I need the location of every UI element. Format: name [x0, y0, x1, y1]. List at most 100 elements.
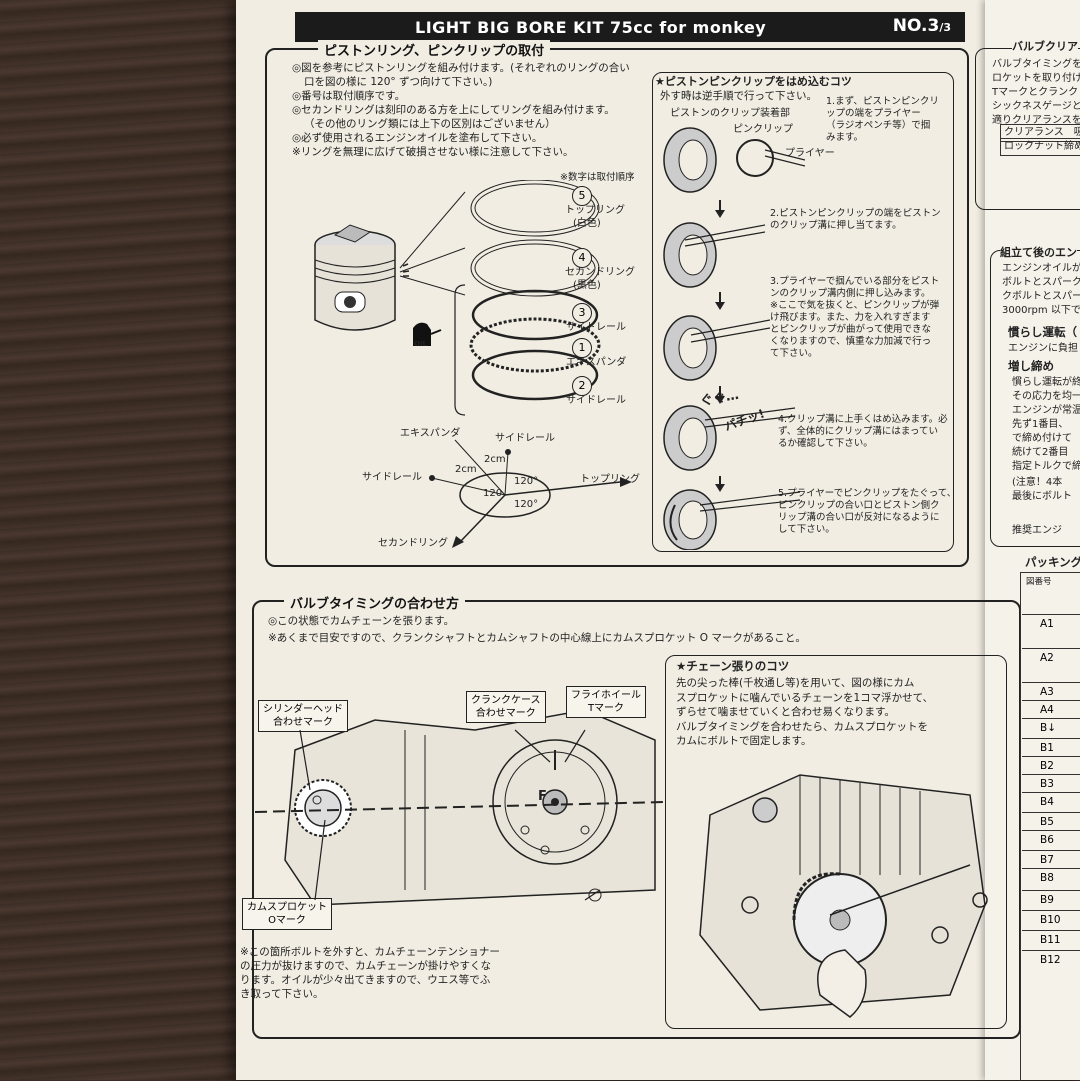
part-number-row: B8	[1022, 868, 1080, 886]
ring-gap-diagram	[429, 439, 632, 548]
instruction-line: ※リングを無理に広げて破損させない様に注意して下さい。	[292, 146, 574, 158]
gap-distance-2: 2cm	[484, 454, 506, 465]
as-line: エンジンオイルが	[1002, 263, 1080, 274]
clip-tips-title: ★ピストンピンクリップをはめ込むコツ	[655, 75, 852, 88]
valve-instruction-1: ◎この状態でカムチェーンを張ります。	[268, 615, 455, 627]
gap-angle-3: 120°	[514, 499, 539, 510]
valve-clearance-title: バルブクリア	[1012, 40, 1078, 54]
gap-angle-2: 120	[483, 488, 503, 499]
ring-number-4: 4	[572, 248, 592, 268]
header-title: LIGHT BIG BORE KIT 75cc for monkey	[415, 18, 767, 37]
instruction-line: 口を図の様に 120° ずつ向けて下さい。)	[304, 76, 493, 88]
break-in-text: エンジンに負担	[1008, 343, 1078, 354]
clip-step-4: 4.クリップ溝に上手くはめ込みます。必 ず、全体的にクリップ溝にはまってい るか…	[778, 414, 948, 449]
ring-label-side-rail-upper: サイドレール	[566, 322, 626, 333]
as-line: クボルトとスパー	[1002, 291, 1080, 302]
piston-ring-section	[265, 48, 969, 567]
gap-label-expander: エキスパンダ	[400, 428, 461, 439]
clip-tips-box	[652, 72, 954, 552]
gap-label-top-ring: トップリング	[580, 474, 640, 485]
callout-leaders	[299, 729, 601, 901]
gap-label-side-rail-top: サイドレール	[495, 433, 555, 444]
piston-drawing	[314, 224, 396, 331]
part-number-row: B11	[1022, 930, 1080, 948]
assembly-title: 組立て後のエン	[1000, 246, 1077, 260]
retorque-title: 増し締め	[1008, 359, 1054, 373]
clip-steps-illustration	[663, 127, 805, 550]
oil-can-icon	[413, 322, 442, 346]
engine-case-illustration	[255, 709, 666, 906]
part-number-row: B12	[1022, 950, 1080, 968]
crankcase-mark-callout: クランクケース 合わせマーク	[466, 691, 546, 723]
gap-label-side-rail-left: サイドレール	[362, 472, 422, 483]
ring-number-2: 2	[572, 376, 592, 396]
page-header: LIGHT BIG BORE KIT 75cc for monkey NO.3/…	[295, 12, 965, 42]
cylinder-head-mark-callout: シリンダーヘッド 合わせマーク	[258, 700, 348, 732]
parts-table	[1020, 572, 1080, 1081]
instruction-line: ◎番号は取付順序です。	[292, 90, 406, 102]
gap-label-second-ring: セカンドリング	[378, 538, 448, 549]
clip-step-2: 2.ピストンピンクリップの端をピストン のクリップ溝に押し当てます。	[770, 208, 941, 231]
clip-step-1: 1.まず、ピストンピンクリ ップの端をプライヤー （ラジオペンチ等）で掴 みます…	[826, 96, 939, 143]
part-number-row: B↓	[1022, 718, 1080, 736]
instruction-line: ◎セカンドリングは刻印のある方を上にしてリングを組み付けます。	[292, 104, 615, 116]
table-header: 図番号	[1026, 577, 1052, 587]
pliers-label: プライヤー	[785, 148, 835, 159]
second-sheet	[985, 0, 1080, 1080]
clip-tips-subtitle: 外す時は逆手順で行って下さい。	[660, 90, 817, 102]
cylinder-head-illustration	[699, 774, 988, 1018]
clip-groove-label: ピストンのクリップ装着部	[670, 108, 790, 119]
rt-line: その応力を均一	[1012, 391, 1080, 402]
valve-instruction-2: ※あくまで目安ですので、クランクシャフトとカムシャフトの中心線上にカムスプロケッ…	[268, 632, 806, 644]
part-number-row: B2	[1022, 756, 1080, 774]
rt-line: 指定トルクで締	[1012, 461, 1080, 472]
rt-line: エンジンが常温	[1012, 405, 1080, 416]
ring-number-5: 5	[572, 186, 592, 206]
f-mark: F	[538, 789, 547, 804]
cam-sprocket-mark-callout: カムスプロケット Oマーク	[242, 898, 332, 930]
part-number-row: B7	[1022, 850, 1080, 868]
vc-line: シックネスゲージと	[992, 101, 1080, 112]
vc-line: ロケットを取り付け	[992, 73, 1080, 84]
chain-tips-text: 先の尖った棒(千枚通し等)を用いて、図の様にカム スプロケットに噛んでいるチェー…	[676, 677, 934, 747]
flywheel-mark-callout: フライホイール Tマーク	[566, 686, 646, 718]
part-number-row: B5	[1022, 812, 1080, 830]
tensioner-note: ※この箇所ボルトを外すと、カムチェーンテンショナー の圧力が抜けますので、カムチ…	[240, 946, 500, 1000]
clip-step-5: 5.プライヤーでピンクリップをたぐって、 ピンクリップの合い口とピストン側ク リ…	[778, 488, 957, 535]
part-number-row: A2	[1022, 648, 1080, 666]
gap-distance-1: 2cm	[455, 464, 477, 475]
piston-ring-illustration	[314, 180, 601, 416]
vc-line: Tマークとクランク	[992, 87, 1079, 98]
order-note: ※数字は取付順序	[560, 172, 635, 183]
oil-label: OIL	[414, 340, 428, 348]
clearance-row: クリアランス 吸	[1000, 124, 1080, 142]
valve-section-title: バルブタイミングの合わせ方	[284, 593, 466, 612]
vc-line: 適りクリアランスを	[992, 115, 1080, 126]
part-number-row: B10	[1022, 910, 1080, 928]
rt-line: 続けて2番目	[1012, 447, 1069, 458]
rt-line: 先ず1番目、	[1012, 419, 1069, 430]
page-number: NO.3/3	[893, 16, 951, 36]
break-in-title: 慣らし運転（	[1008, 325, 1077, 339]
ring-number-1: 1	[572, 338, 592, 358]
part-number-row: B6	[1022, 830, 1080, 848]
instruction-line: ◎図を参考にピストンリングを組み付けます。(それぞれのリングの合い	[292, 62, 630, 74]
clip-step-3: 3.プライヤーで掴んでいる部分をピスト ンのクリップ溝内側に押し込みます。 ※こ…	[770, 276, 940, 359]
as-line: ボルトとスパーク	[1002, 277, 1080, 288]
part-number-row: B1	[1022, 738, 1080, 756]
part-number-row: B9	[1022, 890, 1080, 908]
recommended-label: 推奨エンジ	[1012, 525, 1062, 536]
instruction-line: （その他のリング類には上下の区別はございません）	[304, 118, 556, 130]
rt-line: 慣らし運転が終	[1012, 377, 1080, 388]
part-number-row: B3	[1022, 774, 1080, 792]
instruction-line: ◎必ず使用されるエンジンオイルを塗布して下さい。	[292, 132, 543, 144]
gap-angle-1: 120°	[514, 476, 539, 487]
pin-clip-label: ピンクリップ	[733, 124, 793, 135]
part-number-row: A3	[1022, 682, 1080, 700]
ring-label-top-color: (白色)	[573, 218, 601, 229]
ring-label-second: セカンドリング	[565, 267, 635, 278]
part-number-row: A4	[1022, 700, 1080, 718]
rt-line: (注意！4本	[1012, 477, 1063, 488]
rt-line: で締め付けて	[1012, 433, 1072, 444]
part-number-row: A1	[1022, 614, 1080, 632]
